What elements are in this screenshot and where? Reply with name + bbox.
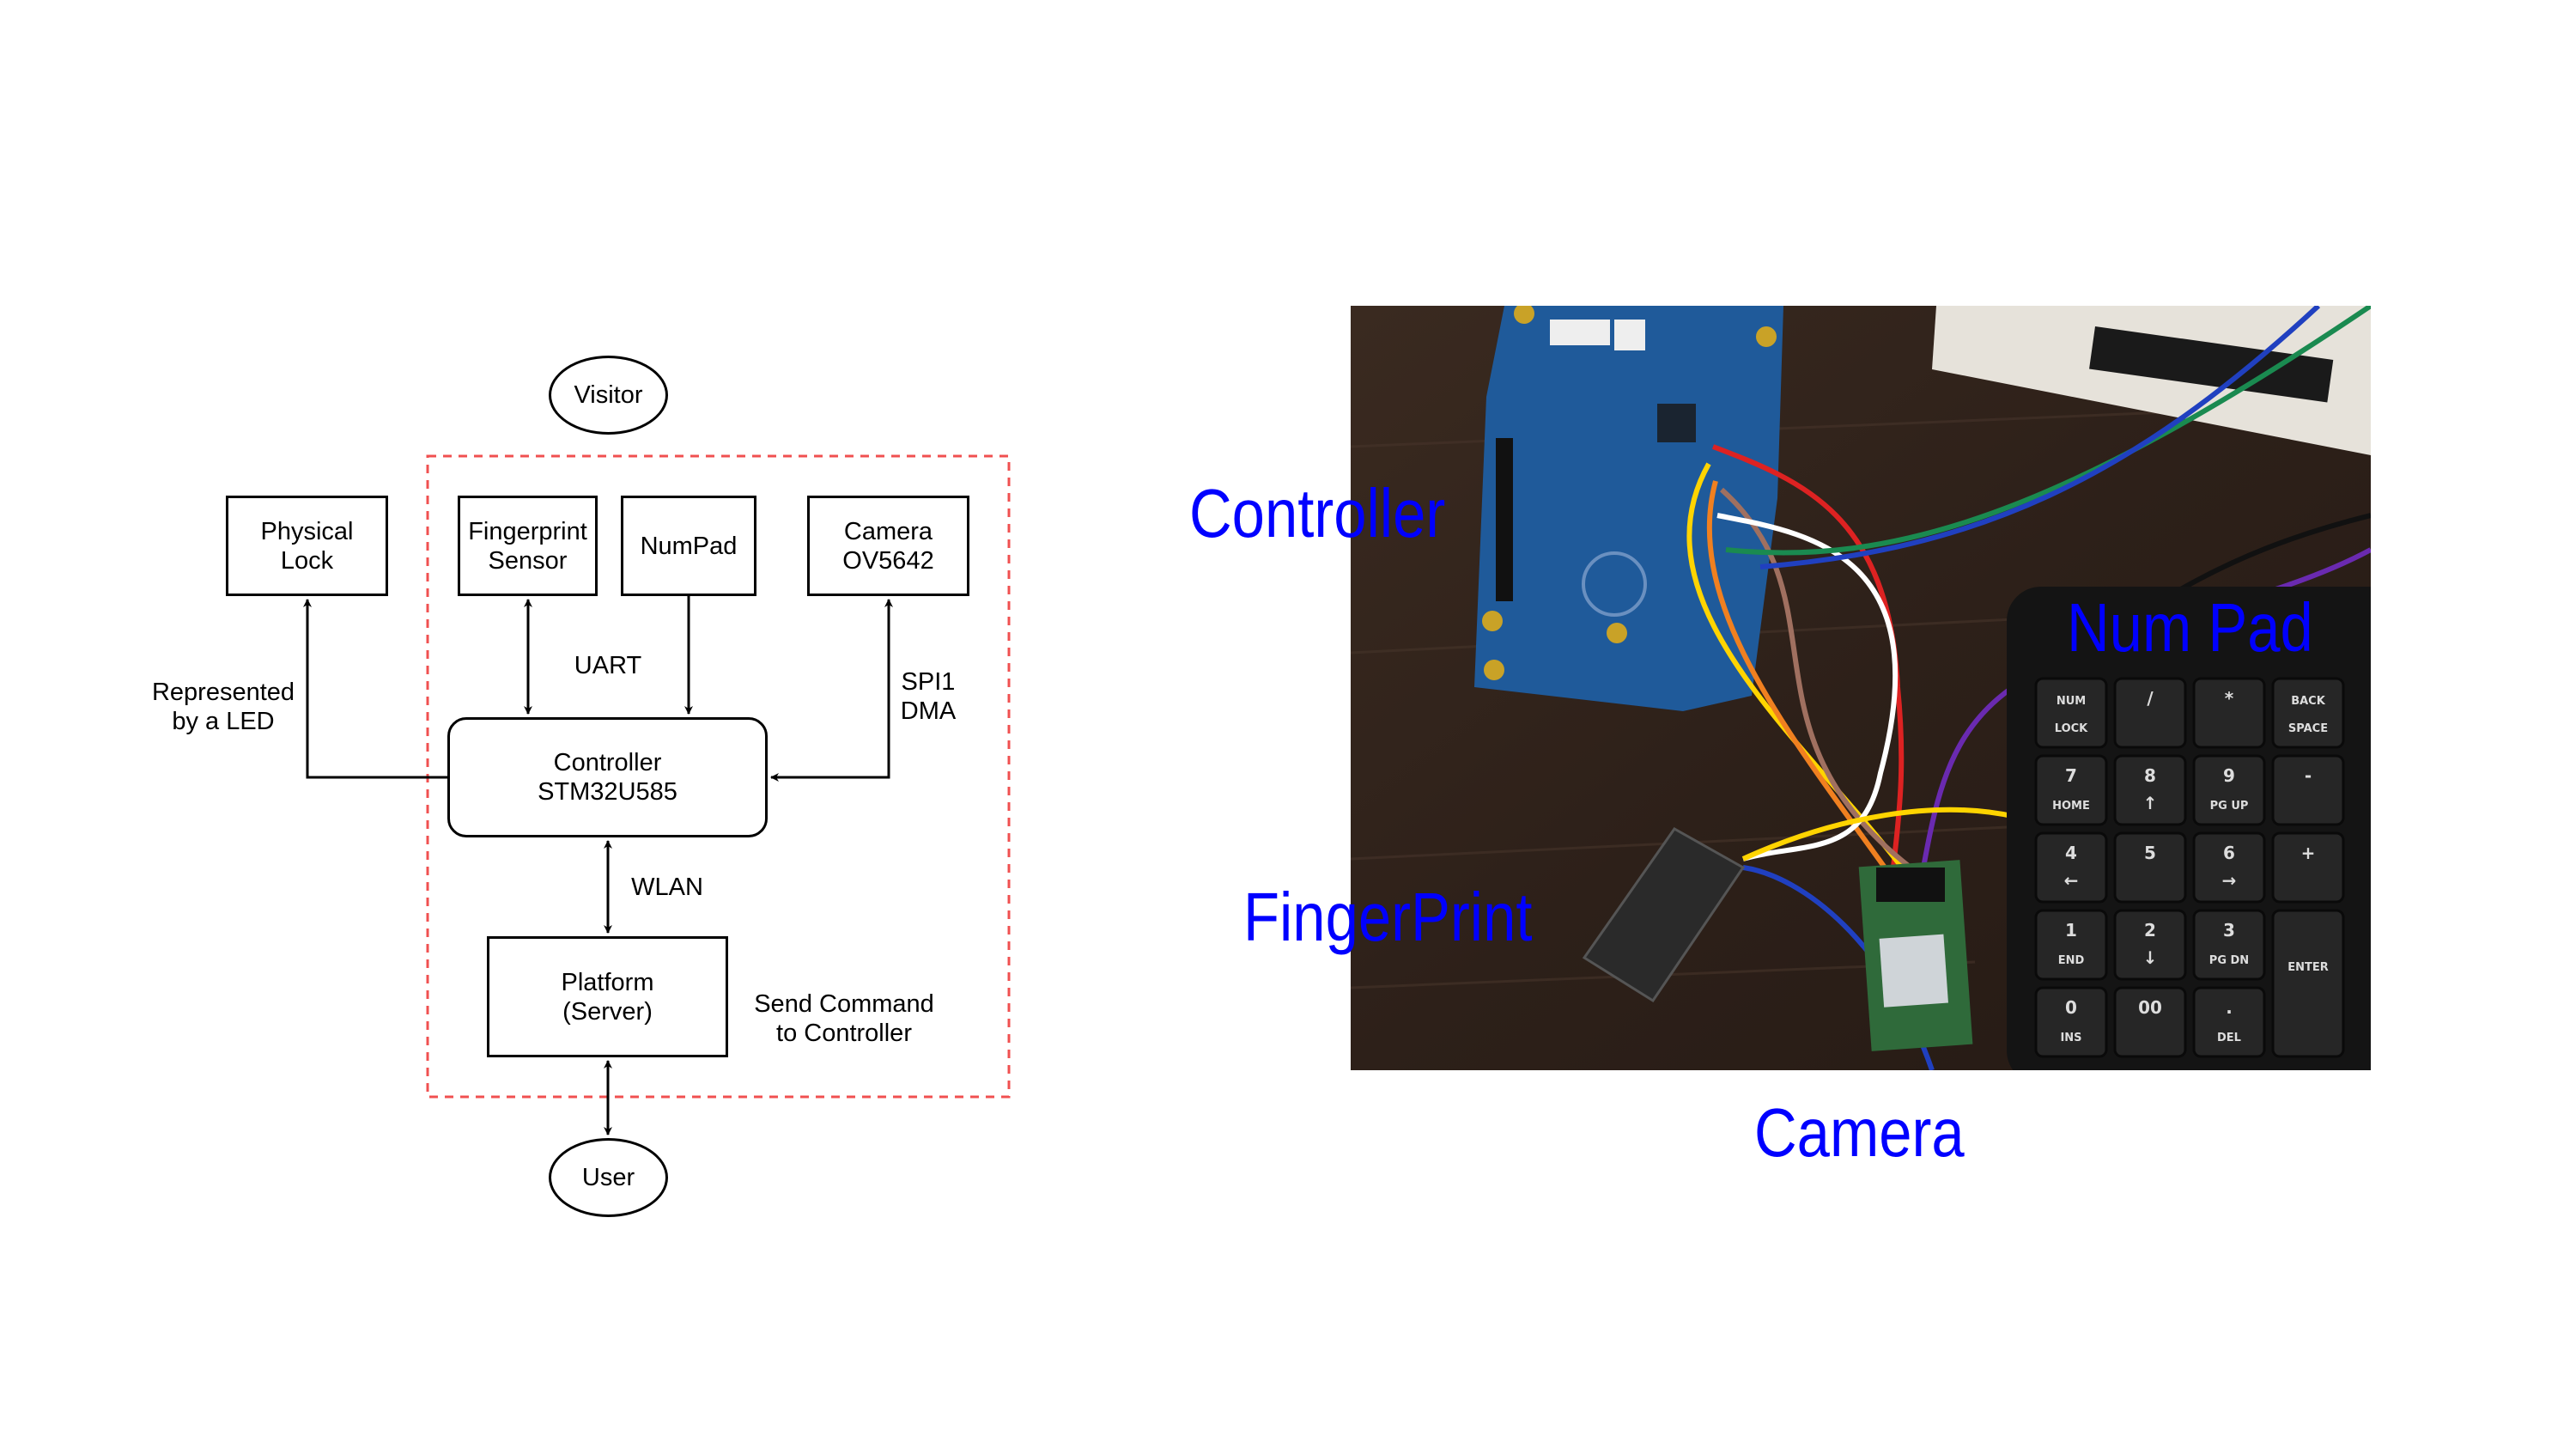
node-label: Platform [561, 968, 654, 996]
fingerprint-sensor-device [1582, 827, 1746, 1003]
node-label: OV5642 [842, 546, 934, 575]
arrow-controller-to-lock [303, 599, 447, 779]
keypad-key-label: → [2222, 870, 2237, 891]
label-line: by a LED [172, 708, 275, 735]
keypad-key [2192, 677, 2266, 749]
keypad-key [2192, 831, 2266, 904]
keypad-key-label: + [2301, 843, 2316, 863]
label-line: DMA [900, 697, 957, 725]
keypad-key [2192, 909, 2266, 981]
arrow-camera-controller [770, 599, 893, 782]
keypad-key [2113, 677, 2187, 749]
keypad-key-label: ← [2064, 870, 2079, 891]
keypad-key [2113, 831, 2187, 904]
keypad-key [2034, 986, 2108, 1058]
keypad-key-label: HOME [2052, 800, 2090, 813]
label-line: Represented [151, 679, 295, 706]
keypad-key [2271, 677, 2345, 749]
label-uart: UART [574, 652, 642, 679]
node-user: User [549, 1138, 668, 1217]
keypad-key-label: / [2147, 688, 2154, 709]
node-label: Controller [553, 749, 662, 776]
keypad-key-label: * [2225, 688, 2234, 709]
label-line: to Controller [776, 1020, 912, 1047]
keypad-key-label: 1 [2065, 920, 2077, 941]
keypad-key-label: - [2305, 765, 2312, 786]
keypad-key [2192, 754, 2266, 826]
photo-label-camera: Camera [1754, 1094, 1965, 1171]
photo-label-numpad: Num Pad [2067, 589, 2313, 666]
keypad-key-label: 6 [2223, 843, 2235, 863]
keypad-key-label: . [2226, 997, 2233, 1018]
keypad-key-label: 4 [2065, 843, 2077, 863]
keypad-key [2034, 909, 2108, 981]
keypad-key-label: INS [2060, 1032, 2081, 1044]
keypad-key-label: SPACE [2288, 722, 2328, 735]
keypad-key [2271, 831, 2345, 904]
node-label: STM32U585 [538, 778, 677, 806]
keypad-key-label: PG DN [2209, 954, 2249, 967]
label-wlan: WLAN [631, 874, 703, 901]
node-label: Lock [280, 546, 334, 575]
keypad-key-label: ↑ [2143, 793, 2158, 813]
keypad-key-label: PG UP [2210, 800, 2249, 813]
keypad-key [2271, 754, 2345, 826]
keypad-key [2271, 909, 2345, 1058]
node-numpad: NumPad [621, 496, 756, 596]
label-line: Send Command [754, 990, 934, 1018]
node-label: (Server) [562, 997, 653, 1026]
node-visitor: Visitor [549, 356, 668, 435]
node-label: NumPad [640, 532, 738, 560]
keypad-key [2113, 909, 2187, 981]
node-label: Physical [260, 517, 354, 545]
keypad-key-label: END [2058, 954, 2085, 967]
label-line: SPI1 [901, 668, 956, 696]
node-user-label: User [581, 1164, 635, 1191]
keypad-key-label: ↓ [2143, 947, 2158, 968]
node-platform: Platform(Server) [487, 936, 728, 1057]
keypad-key-label: 7 [2065, 765, 2077, 786]
keypad-key-label: 0 [2065, 997, 2077, 1018]
photo-label-fingerprint: FingerPrint [1243, 879, 1533, 955]
node-label: Sensor [488, 546, 568, 575]
keypad-key-label: 8 [2144, 765, 2156, 786]
keypad-key-label: ENTER [2287, 961, 2329, 974]
keypad-key [2113, 986, 2187, 1058]
keypad-key-label: NUM [2057, 695, 2086, 708]
keypad-key-label: DEL [2217, 1032, 2241, 1044]
keypad-key-label: BACK [2291, 695, 2326, 708]
node-visitor-label: Visitor [574, 381, 643, 409]
keypad-key-label: 3 [2223, 920, 2235, 941]
keypad-key-label: LOCK [2055, 722, 2088, 735]
keypad-key [2034, 754, 2108, 826]
keypad-key-label: 2 [2144, 920, 2156, 941]
keypad-key-label: 9 [2223, 765, 2235, 786]
keypad-key [2192, 986, 2266, 1058]
keypad-key [2113, 754, 2187, 826]
keypad-key-label: 00 [2138, 997, 2162, 1018]
photo-label-controller: Controller [1189, 475, 1446, 551]
keypad-key-label: 5 [2144, 843, 2156, 863]
node-label: Fingerprint [468, 517, 587, 545]
keypad-key [2034, 677, 2108, 749]
keypad-key [2034, 831, 2108, 904]
node-label: Camera [843, 517, 933, 545]
nucleo-board [1932, 306, 2371, 455]
